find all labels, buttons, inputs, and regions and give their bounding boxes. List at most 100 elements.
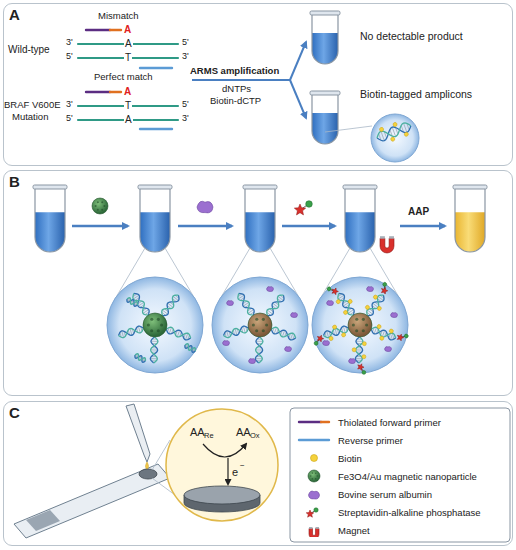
legend-sample (296, 415, 332, 429)
bound-amplicon (118, 325, 145, 339)
legend-text: Thiolated forward primer (338, 417, 441, 428)
tube-label: No detectable product (360, 30, 463, 42)
bsa (197, 201, 213, 213)
biotin (362, 355, 366, 359)
label: AA (236, 426, 251, 438)
biotin (365, 305, 371, 311)
np-texture (262, 329, 265, 332)
label: 5' (182, 100, 189, 110)
bsa (249, 359, 256, 364)
np-texture (315, 472, 317, 474)
bsa (285, 347, 292, 352)
label: Re (204, 432, 214, 440)
tube-rim (310, 91, 340, 95)
base-pair (355, 358, 362, 359)
np-texture (312, 472, 314, 474)
np-texture (157, 318, 160, 321)
tube-outline (140, 188, 170, 252)
nanoparticle (248, 313, 272, 337)
label: 3' (66, 100, 73, 110)
streptavidin (306, 201, 313, 208)
bound-amplicon (165, 326, 192, 341)
bsa (323, 341, 330, 346)
base-pair (392, 127, 395, 136)
forward-primer (110, 91, 121, 93)
bsa (327, 301, 334, 306)
tube-liquid (345, 212, 375, 252)
biotin (379, 336, 384, 341)
tube-liquid (35, 212, 65, 252)
biotin (389, 329, 394, 334)
label: AAP (408, 206, 429, 217)
dna-strand (370, 326, 397, 341)
tube-label: Biotin-tagged amplicons (360, 88, 472, 100)
dna-strand (323, 325, 350, 339)
forward-primer (110, 29, 121, 31)
label: 3' (182, 52, 189, 62)
label: T (124, 52, 132, 63)
biotin (329, 336, 334, 341)
tube-rim (33, 185, 67, 189)
np-texture (355, 318, 358, 321)
base-pair (282, 330, 284, 337)
streptavidin (404, 334, 409, 339)
dna-strand (126, 297, 139, 307)
base-pair (150, 358, 157, 359)
legend-sample (296, 523, 332, 537)
tube-rim (243, 185, 277, 189)
dna-strand (223, 325, 250, 339)
np-texture (315, 478, 317, 480)
np-texture (355, 329, 358, 332)
base-pair (235, 329, 237, 336)
label: 5' (66, 114, 73, 124)
dna-strand (223, 325, 250, 339)
panel: A No detectable productBiotin-tagged ampl… (3, 3, 513, 166)
working-electrode (139, 469, 157, 479)
bound-amplicon (369, 322, 409, 348)
legend-box (290, 408, 510, 542)
legend-row: Biotin (296, 449, 481, 467)
magnet-pole (389, 236, 394, 238)
alkaline-phosphatase (294, 204, 305, 215)
label: A (124, 86, 131, 97)
biotin (373, 294, 379, 300)
bsa (291, 313, 298, 318)
bsa (391, 313, 398, 318)
tube-liquid (312, 33, 338, 64)
free-dna (184, 343, 197, 353)
alkaline-phosphatase (396, 333, 404, 341)
dna-strand (118, 325, 145, 339)
streptavidin (382, 282, 387, 287)
biotin (347, 299, 353, 305)
label: Ox (250, 432, 260, 440)
legend-text: Biotin (338, 453, 362, 464)
streptavidin (326, 286, 331, 291)
base-pair (256, 349, 263, 350)
base-pair (130, 329, 132, 336)
electrode-disc (184, 486, 260, 504)
label: 3' (182, 114, 189, 124)
biotin (393, 122, 398, 127)
bsa (385, 347, 392, 352)
biotin (404, 132, 409, 137)
label: Biotin-dCTP (210, 96, 261, 106)
dna-strand (265, 293, 287, 318)
dna-strand (375, 121, 412, 143)
label: e (232, 466, 238, 478)
tube-caption: No detectable product (360, 30, 463, 42)
reaction-arrow (203, 444, 246, 457)
legend-text: Reverse primer (338, 435, 403, 446)
label: Mutation (12, 112, 48, 122)
alkaline-phosphatase (330, 287, 339, 296)
electrode-strip (14, 464, 170, 538)
legend-text: Fe3O4/Au magnetic nanoparticle (338, 471, 477, 482)
label: A (124, 24, 131, 35)
zoom-circle (371, 114, 419, 162)
np-texture (150, 318, 153, 321)
base-pair (382, 330, 384, 337)
np-texture (101, 201, 103, 203)
zoom-line (325, 126, 372, 132)
biotin (335, 299, 341, 305)
base-pair (256, 341, 263, 342)
